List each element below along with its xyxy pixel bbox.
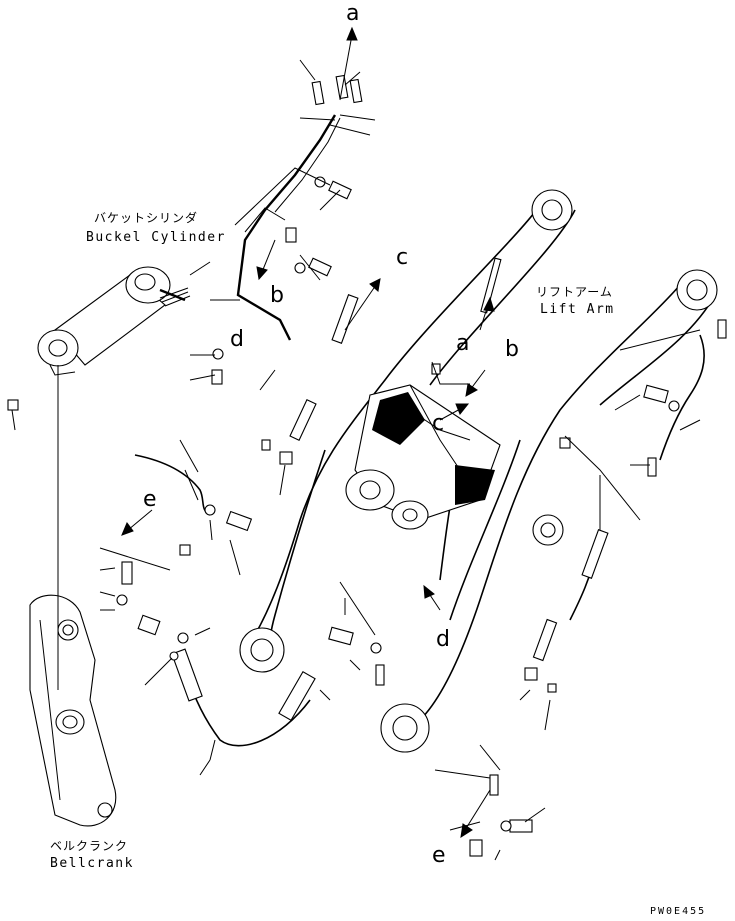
callout-b-mid: b <box>505 337 519 362</box>
bellcrank-label-jp: ベルクランク <box>50 839 128 853</box>
bellcrank-label-en: Bellcrank <box>50 856 134 871</box>
lift-arm-label-en: Lift Arm <box>540 302 615 317</box>
callout-d-lower: d <box>436 627 450 652</box>
lift-arm-left <box>239 189 576 673</box>
bucket-cylinder <box>37 261 211 376</box>
bucket-cylinder-label-en: Buckel Cylinder <box>86 230 226 245</box>
direction-arrows <box>121 26 495 839</box>
bucket-cylinder-label-jp: バケットシリンダ <box>94 210 198 225</box>
callout-d-left: d <box>230 327 244 352</box>
leader-lines <box>11 59 701 861</box>
lift-arm-label-jp: リフトアーム <box>536 285 613 299</box>
cross-tube-bracket <box>345 384 501 530</box>
callout-a-mid: a <box>456 331 469 356</box>
drawing-code: PW0E455 <box>650 906 706 917</box>
callout-e-bottom: e <box>432 843 446 868</box>
callout-c-mid: c <box>432 411 444 436</box>
bellcrank <box>29 365 117 827</box>
callout-c-upper: c <box>396 245 408 270</box>
callout-a-top: a <box>346 1 359 26</box>
callout-b-upper: b <box>270 283 284 308</box>
lift-arm-right <box>380 269 718 753</box>
callout-e-left: e <box>143 487 157 512</box>
